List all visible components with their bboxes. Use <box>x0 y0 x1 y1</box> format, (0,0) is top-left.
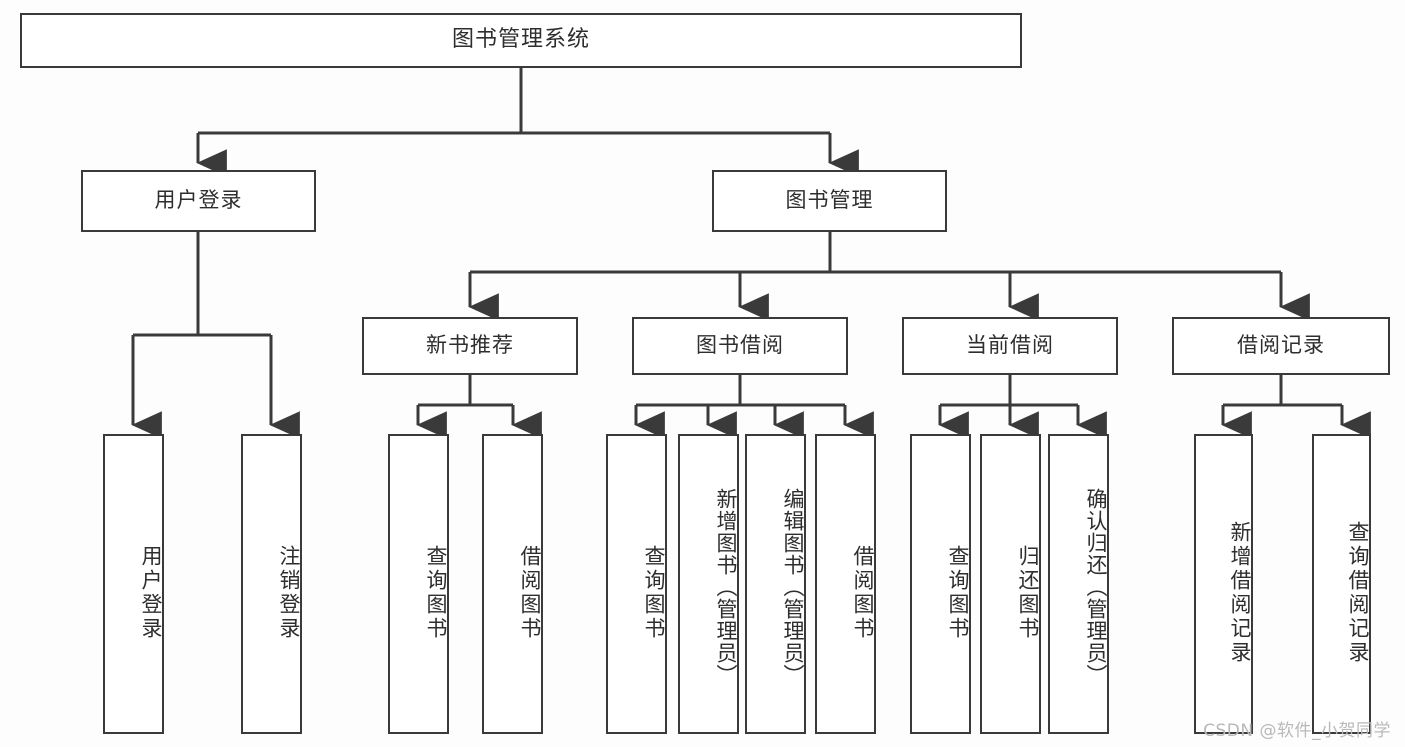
node-root-system[interactable]: 图书管理系统 <box>20 13 1022 68</box>
node-label: 当前借阅 <box>966 333 1054 358</box>
node-leaf-borrow-book-1[interactable]: 借阅图书 <box>482 434 543 734</box>
node-label: 查询图书 <box>424 545 448 641</box>
node-leaf-query-book-3[interactable]: 查询图书 <box>910 434 971 734</box>
node-leaf-query-record[interactable]: 查询借阅记录 <box>1312 434 1371 734</box>
watermark-text: CSDN @软件_小贺同学 <box>1203 721 1391 741</box>
node-leaf-add-record[interactable]: 新增借阅记录 <box>1194 434 1253 734</box>
node-label: 图书管理 <box>785 188 874 213</box>
node-label: 用户登录 <box>154 188 243 213</box>
node-borrow-record[interactable]: 借阅记录 <box>1172 317 1390 375</box>
node-label: 新增图书（管理员） <box>714 488 738 686</box>
node-label: 查询图书 <box>946 545 970 641</box>
node-new-book-recommend[interactable]: 新书推荐 <box>362 317 578 375</box>
node-label: 图书借阅 <box>696 333 784 358</box>
node-label: 注销登录 <box>277 545 301 641</box>
node-label: 查询图书 <box>642 545 666 641</box>
node-leaf-confirm-return[interactable]: 确认归还（管理员） <box>1048 434 1109 734</box>
node-label: 借阅图书 <box>851 545 875 641</box>
node-leaf-logout-login[interactable]: 注销登录 <box>241 434 302 734</box>
node-label: 确认归还（管理员） <box>1084 488 1108 686</box>
node-leaf-borrow-book-2[interactable]: 借阅图书 <box>815 434 876 734</box>
node-leaf-edit-book[interactable]: 编辑图书（管理员） <box>745 434 806 734</box>
node-label: 新增借阅记录 <box>1228 521 1252 665</box>
node-leaf-add-book[interactable]: 新增图书（管理员） <box>678 434 739 734</box>
node-label: 归还图书 <box>1016 545 1040 641</box>
node-label: 查询借阅记录 <box>1346 521 1370 665</box>
node-leaf-query-book-1[interactable]: 查询图书 <box>388 434 449 734</box>
node-leaf-query-book-2[interactable]: 查询图书 <box>606 434 667 734</box>
node-user-login[interactable]: 用户登录 <box>81 170 316 232</box>
node-leaf-return-book[interactable]: 归还图书 <box>980 434 1041 734</box>
node-label: 新书推荐 <box>426 333 514 358</box>
node-book-management[interactable]: 图书管理 <box>712 170 947 232</box>
node-label: 用户登录 <box>139 545 163 641</box>
node-label: 借阅记录 <box>1237 333 1325 358</box>
node-label: 编辑图书（管理员） <box>781 488 805 686</box>
node-label: 借阅图书 <box>518 545 542 641</box>
node-current-borrow[interactable]: 当前借阅 <box>902 317 1118 375</box>
node-leaf-user-login[interactable]: 用户登录 <box>103 434 164 734</box>
node-label: 图书管理系统 <box>451 27 590 53</box>
node-book-borrow[interactable]: 图书借阅 <box>632 317 848 375</box>
